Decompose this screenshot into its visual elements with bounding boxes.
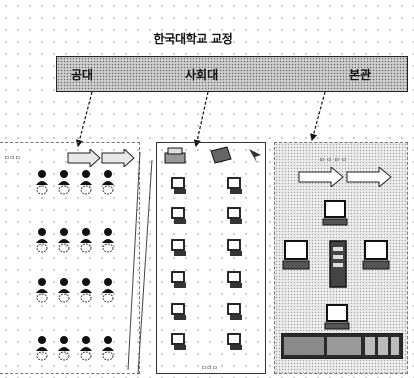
computer-icon	[171, 177, 189, 195]
engineering-panel: ㅁㅁㅁ	[0, 142, 140, 374]
panel-separator	[127, 151, 153, 374]
social-science-caption: ㅁㅁㅁ	[201, 365, 218, 372]
person-icon	[100, 227, 116, 253]
computer-icon	[227, 271, 245, 289]
person-icon	[100, 169, 116, 195]
computer-icon	[362, 240, 390, 270]
person-icon	[78, 169, 94, 195]
computer-icon	[227, 207, 245, 225]
arrow-to-engineering	[76, 91, 93, 148]
computer-icon	[227, 303, 245, 321]
person-icon	[100, 277, 116, 303]
computer-icon	[324, 304, 350, 330]
arrow-to-main-building	[310, 91, 326, 142]
person-icon	[34, 277, 50, 303]
social-science-panel: ㅁㅁㅁ	[156, 142, 266, 374]
engineering-caption: ㅁㅁㅁ	[4, 155, 21, 162]
person-icon	[78, 227, 94, 253]
printer-icon	[164, 147, 186, 164]
diagram-title: 한국대학교 교정	[153, 32, 233, 46]
person-icon	[34, 335, 50, 361]
person-icon	[56, 227, 72, 253]
computer-icon	[171, 207, 189, 225]
person-icon	[34, 227, 50, 253]
person-icon	[56, 277, 72, 303]
computer-icon	[171, 303, 189, 321]
person-icon	[78, 335, 94, 361]
cursor-icon	[249, 149, 261, 163]
main-building-panel: ㅁ ㅁ ㅁ ㅁ	[274, 142, 408, 374]
header-label-engineering: 공대	[71, 68, 94, 82]
computer-icon	[227, 333, 245, 351]
computer-icon	[227, 177, 245, 195]
person-icon	[78, 277, 94, 303]
block-arrow-icon	[298, 167, 392, 187]
person-icon	[56, 169, 72, 195]
person-icon	[34, 169, 50, 195]
person-icon	[56, 335, 72, 361]
computer-icon	[227, 239, 245, 257]
person-icon	[100, 335, 116, 361]
computer-icon	[322, 200, 348, 226]
server-icon	[329, 240, 347, 288]
campus-header-box: 공대 사회대 본관	[56, 56, 408, 92]
server-icon	[210, 146, 232, 164]
computer-icon	[171, 333, 189, 351]
computer-icon	[171, 239, 189, 257]
arrow-to-social-science	[193, 91, 209, 148]
computer-icon	[282, 240, 310, 270]
server-rack-bar	[281, 333, 403, 359]
computer-icon	[171, 271, 189, 289]
header-label-social-science: 사회대	[185, 68, 219, 82]
header-label-main-building: 본관	[349, 68, 372, 82]
block-arrow-icon	[67, 149, 135, 167]
main-building-caption: ㅁ ㅁ ㅁ ㅁ	[319, 157, 347, 164]
